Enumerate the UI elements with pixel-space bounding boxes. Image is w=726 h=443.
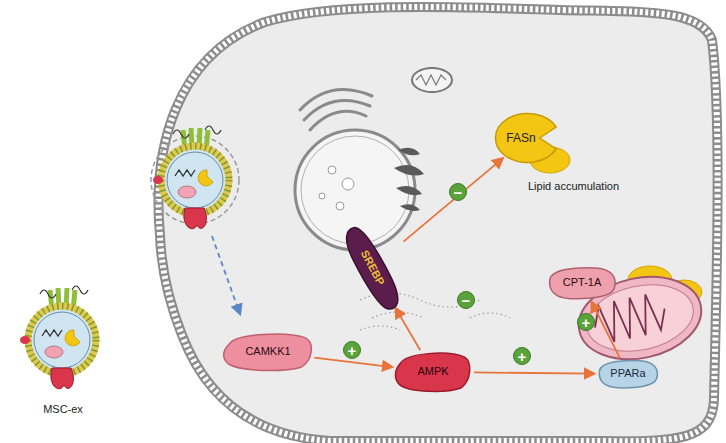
endoplasmic-reticulum [394,148,424,211]
annotation-text: Lipid accumulation [528,180,619,193]
golgi [310,111,366,130]
kinase-shape: CAMKK1 [222,332,314,372]
kinase-shape: AMPK [394,351,472,393]
regulation-sign: + [577,313,595,331]
enzyme-shape-outline [496,114,557,163]
node-text: PPARa [610,367,645,380]
golgi [304,100,370,120]
nucleus [342,178,354,190]
cell-body [159,7,718,441]
pathway-arrow [592,302,620,357]
node-text: FASn [506,131,535,145]
nucleus [336,202,344,210]
receptor-shape-outline [599,361,657,388]
ribosome-dots [470,313,510,318]
exosome-label: MSC-ex [38,401,88,419]
pathway-arrow [474,372,594,373]
receptor-shape: PPARa [597,359,659,389]
nucleus [328,166,336,174]
kinase-shape-outline [224,334,312,370]
regulation-sign: + [513,347,531,365]
node-text: CAMKK1 [245,345,290,358]
ribosome-dots [360,326,400,330]
transcription-factor-shape-outline [340,223,405,314]
pathway-arrow [396,308,421,350]
nucleus [319,193,325,199]
enzyme-shape: CPT-1A [547,266,617,300]
endoplasmic-reticulum [394,165,424,175]
exosome-uptake [153,126,229,229]
small-mitochondrion [416,75,446,85]
cell-membrane [159,7,718,441]
node-text: AMPK [417,365,448,378]
endoplasmic-reticulum [400,204,420,211]
node-text: MSC-ex [43,403,83,416]
uptake-arrow [212,236,240,314]
mitochondrion [590,291,669,345]
regulation-sign: − [449,183,467,201]
small-mitochondrion [412,68,452,92]
enzyme-shape: FASn [494,113,559,163]
node-text: CPT-1A [563,276,602,289]
kinase-shape-outline [395,353,469,391]
endoplasmic-reticulum [396,186,422,195]
regulation-sign: − [457,291,475,309]
endoplasmic-reticulum [398,148,420,156]
golgi [300,90,372,130]
pathway-arrow [314,358,392,367]
exosome-outside [20,286,96,389]
regulation-sign: + [343,341,361,359]
transcription-factor-shape: SREBP [337,219,407,317]
enzyme-shape-outline [550,268,616,299]
small-mitochondrion [412,68,452,92]
exosome-uptake [153,126,229,229]
exosome-outside [20,286,96,389]
pathway-arrow [403,158,502,241]
